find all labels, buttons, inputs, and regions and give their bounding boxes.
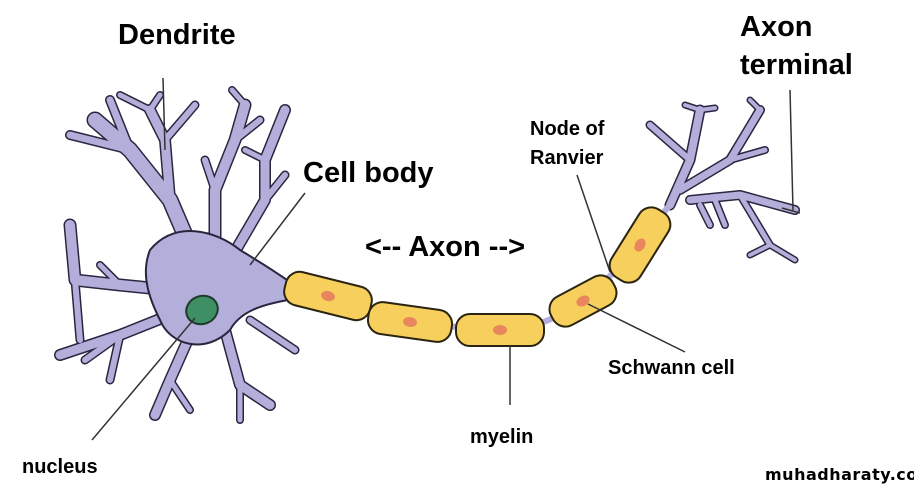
dendrite-branch <box>210 100 250 260</box>
dendrite-branch <box>82 332 123 363</box>
schwann-cell-nucleus <box>321 290 335 302</box>
dendrite-branch <box>712 197 728 228</box>
myelin-label: myelin <box>470 426 534 448</box>
dendrite-label: Dendrite <box>118 19 236 51</box>
node-of-ranvier-leader <box>576 174 611 273</box>
dendrite-branch <box>167 377 193 413</box>
dendrite-branch <box>72 277 83 343</box>
dendrite-branch <box>66 131 134 154</box>
dendrites <box>54 86 800 424</box>
dendrite-branch <box>647 122 693 163</box>
dendrite-branch <box>698 106 717 112</box>
node-of-ranvier-label-line1: Node of <box>530 118 605 140</box>
dendrite-branch <box>232 117 263 143</box>
watermark: muhadharaty.com <box>765 465 914 484</box>
dendrite-branch <box>262 172 288 203</box>
leader-lines <box>91 77 801 441</box>
axon-terminal-tick <box>781 207 801 214</box>
dendrite-branch <box>247 317 298 353</box>
dendrite-leader <box>162 77 166 151</box>
dendrite-branch <box>162 102 198 143</box>
schwann-cell <box>455 313 545 347</box>
schwann-cell-nucleus <box>634 238 646 252</box>
dendrite-branch <box>147 92 163 113</box>
schwann-cell-label: Schwann cell <box>608 357 735 379</box>
dendrite-branch <box>117 92 153 113</box>
myelin-sheath <box>283 206 672 347</box>
schwann-cell-leader <box>587 303 686 353</box>
dendrite-branch <box>748 243 772 257</box>
dendrite-branch <box>768 243 797 262</box>
dendrite-branch <box>748 98 762 112</box>
dendrite-branch <box>683 103 702 112</box>
cell-body-label: Cell body <box>303 157 434 189</box>
schwann-cell-nucleus <box>493 325 507 335</box>
schwann-cell <box>283 270 373 322</box>
nucleus-leader <box>91 317 196 441</box>
dendrite-branch <box>727 147 768 163</box>
schwann-cell-nucleus <box>576 295 590 307</box>
dendrite-branch <box>106 96 134 154</box>
dendrite-branch <box>65 220 175 295</box>
schwann-cell-nucleus <box>403 316 417 328</box>
dendrite-branch <box>107 332 123 383</box>
dendrite-branch <box>225 105 290 265</box>
dendrite-branch <box>97 262 123 288</box>
schwann-cell <box>548 274 618 328</box>
schwann-cell <box>608 206 672 284</box>
dendrite-branch <box>737 192 773 248</box>
dendrite-branch <box>229 87 248 108</box>
axon-terminal-label-line1: Axon <box>740 11 813 43</box>
schwann-cell <box>366 301 454 343</box>
dendrite-branch <box>202 157 218 193</box>
nucleus <box>185 294 219 326</box>
axon-label: <-- Axon --> <box>365 231 526 263</box>
nucleus-label: nucleus <box>22 456 98 478</box>
axon-terminal-leader <box>789 89 794 211</box>
node-of-ranvier-label-line2: Ranvier <box>530 147 604 169</box>
dendrite-branch <box>697 202 713 228</box>
cell-body-leader <box>249 192 306 266</box>
axon-terminal-label-line2: terminal <box>740 49 853 81</box>
dendrite-branch <box>242 147 268 163</box>
